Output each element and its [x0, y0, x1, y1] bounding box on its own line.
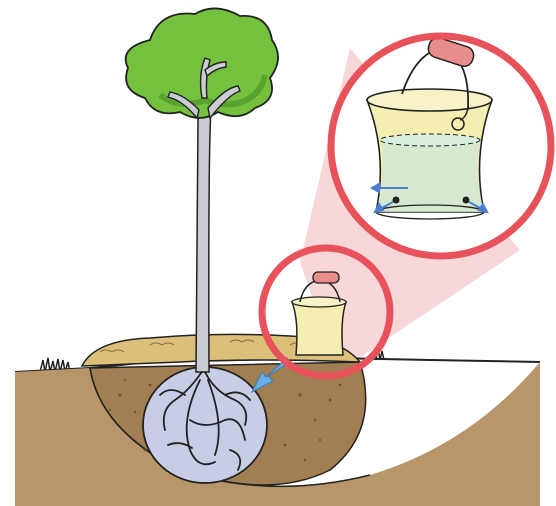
- root-ball: [143, 367, 267, 483]
- tree-trunk: [196, 95, 212, 372]
- small-bucket-grip: [313, 272, 339, 283]
- water-surface: [380, 134, 480, 146]
- small-bucket-body: [292, 302, 346, 355]
- soil: [15, 362, 540, 506]
- large-magnifier: [331, 35, 551, 256]
- drip-hole-right: [463, 197, 470, 204]
- drip-hole-left: [393, 197, 400, 204]
- zoomed-bucket-rim: [367, 89, 492, 111]
- tree: [126, 8, 278, 372]
